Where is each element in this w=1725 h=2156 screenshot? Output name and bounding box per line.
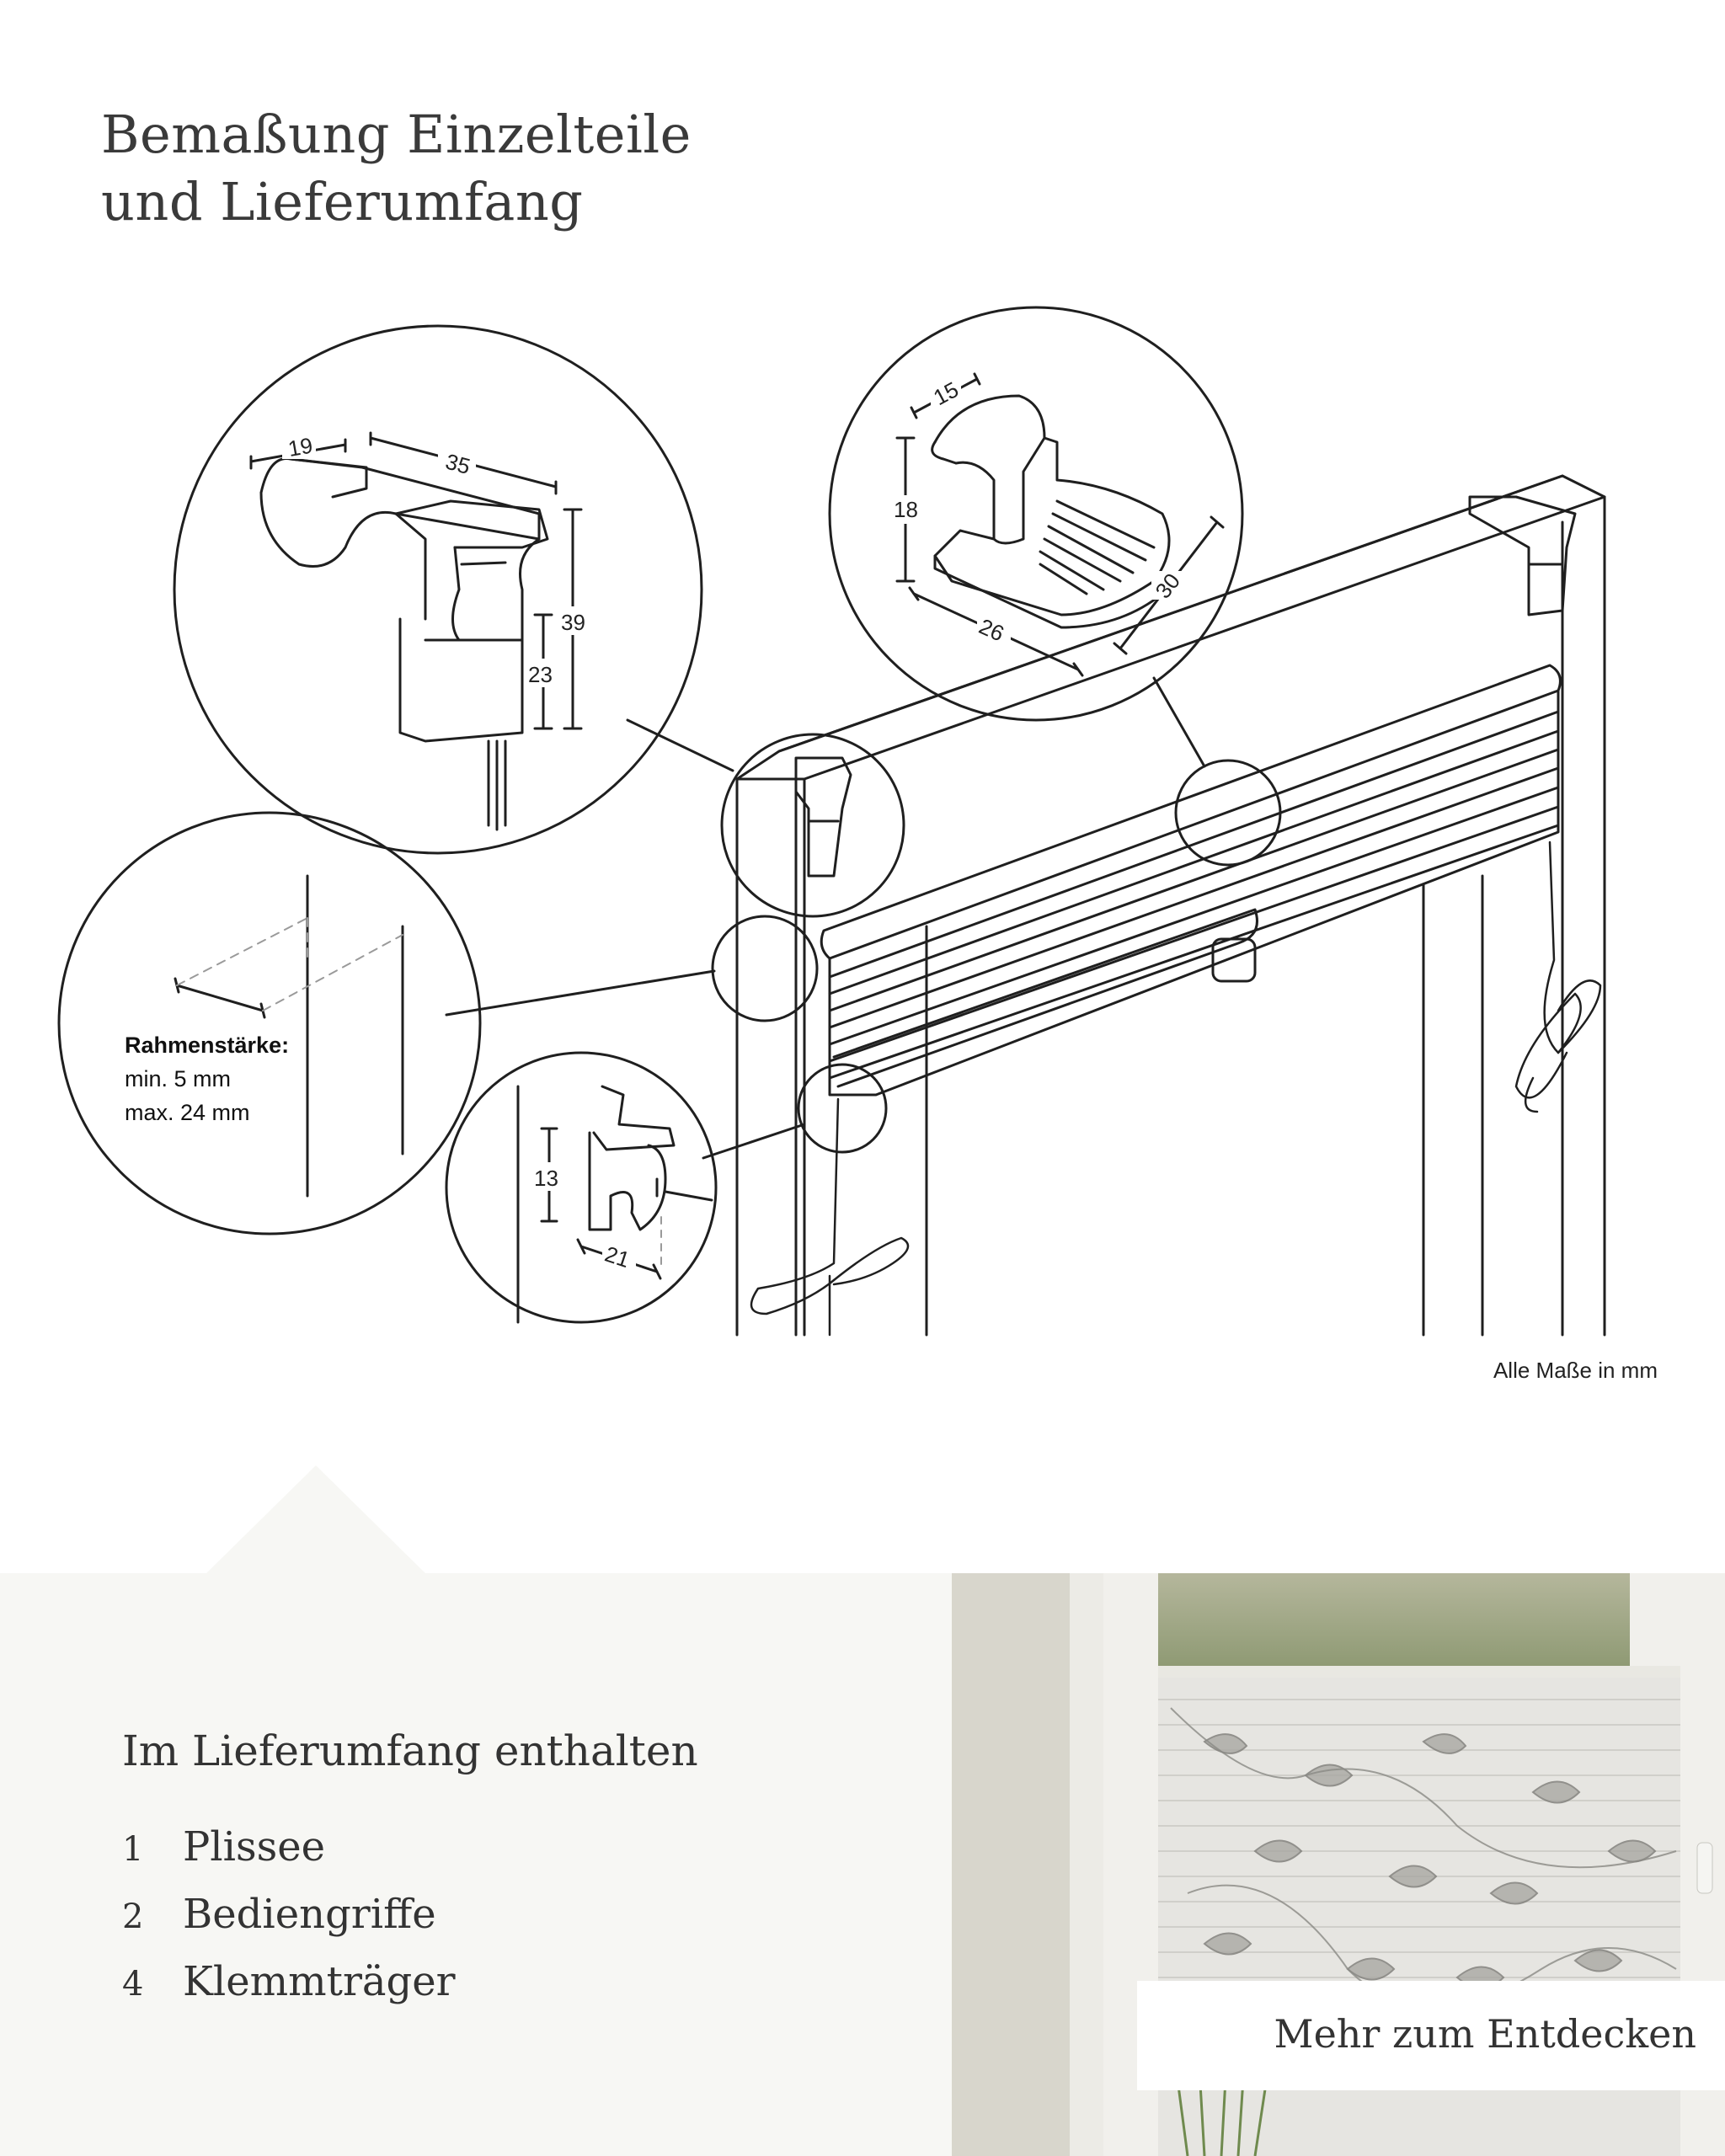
clip-dim-height-body: 23: [528, 662, 553, 687]
page-title: Bemaßung Einzelteile und Lieferumfang: [101, 101, 859, 236]
rail-dim-height: 13: [534, 1166, 558, 1191]
scope-item-qty: 4: [122, 1965, 144, 2004]
scope-item-qty: 2: [122, 1897, 144, 1936]
units-note: Alle Maße in mm: [1493, 1358, 1658, 1383]
frame-thickness-label: Rahmenstärke:: [125, 1033, 289, 1058]
handle-detail: [828, 306, 1244, 722]
discover-more-button[interactable]: Mehr zum Entdecken: [1137, 1981, 1725, 2090]
cord-left: [750, 1097, 910, 1337]
title-line-2: und Lieferumfang: [101, 171, 584, 232]
frame-clip-left: [794, 756, 852, 878]
frame-thickness-detail: [57, 811, 482, 1235]
handle-dim-height: 18: [894, 497, 918, 522]
clip-dim-height-total: 39: [561, 610, 585, 635]
clip-detail: [173, 324, 703, 855]
discover-more-label: Mehr zum Entdecken: [1274, 2011, 1696, 2057]
technical-drawing: 19 35 39 23 15 18 26 30 Rahmenstärke: mi…: [57, 306, 1606, 1337]
title-line-1: Bemaßung Einzelteile: [101, 104, 692, 165]
scope-item: 4 Klemmträger: [122, 1958, 456, 2005]
scope-item-qty: 1: [122, 1830, 144, 1869]
panel-notch: [206, 1465, 425, 1573]
cord-right: [1514, 841, 1602, 1113]
frame-clip-right: [1468, 495, 1577, 616]
rail-detail: [445, 1051, 718, 1324]
frame-thickness-min: min. 5 mm: [125, 1066, 231, 1091]
scope-item-label: Plissee: [183, 1823, 326, 1870]
pleated-blind: [820, 664, 1562, 1097]
frame-thickness-max: max. 24 mm: [125, 1100, 250, 1125]
scope-item-label: Bediengriffe: [183, 1891, 436, 1938]
scope-item: 2 Bediengriffe: [122, 1891, 436, 1938]
window-frame: [735, 474, 1606, 1337]
scope-title: Im Lieferumfang enthalten: [122, 1726, 698, 1775]
scope-item: 1 Plissee: [122, 1823, 325, 1870]
scope-item-label: Klemmträger: [183, 1958, 456, 2005]
clip-dim-width: 19: [286, 432, 315, 462]
